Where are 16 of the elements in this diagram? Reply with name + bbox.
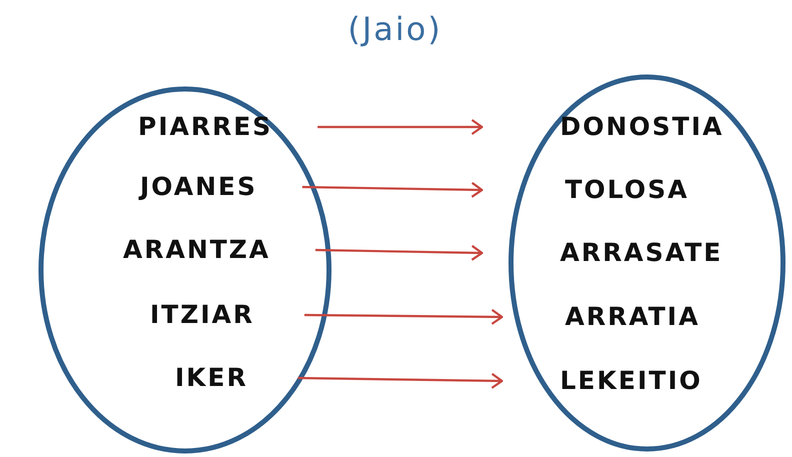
set-element-label: DONOSTIA	[560, 111, 724, 143]
arrow	[304, 308, 504, 325]
set-element-label: IKER	[175, 362, 248, 394]
set-element-label: LEKEITIO	[560, 365, 702, 397]
set-element-label: ARRASATE	[560, 237, 723, 269]
arrow	[315, 244, 484, 261]
arrow	[318, 118, 484, 136]
arrow	[302, 182, 484, 198]
set-element-label: ARRATIA	[565, 301, 700, 333]
title: (Jaio)	[346, 10, 444, 48]
set-element-label: ARANTZA	[123, 234, 270, 266]
arrow	[298, 372, 504, 389]
set-element-label: TOLOSA	[565, 174, 689, 206]
set-element-label: JOANES	[140, 171, 258, 203]
set-element-label: PIARRES	[138, 111, 273, 143]
set-element-label: ITZIAR	[150, 299, 254, 331]
